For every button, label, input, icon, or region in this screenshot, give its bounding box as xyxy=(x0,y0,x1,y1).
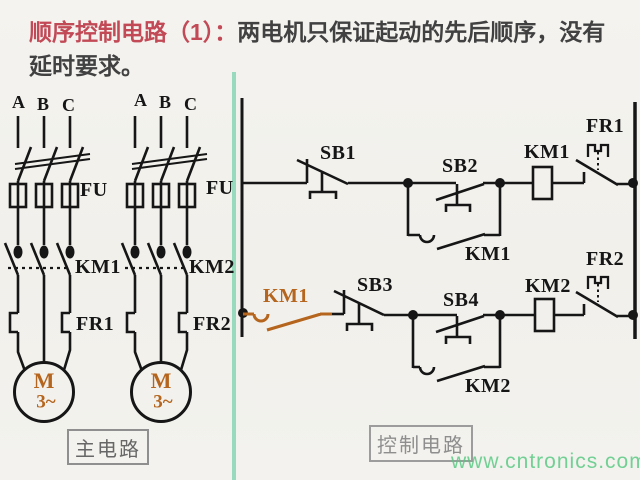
junction-dot xyxy=(628,310,638,320)
start-button-sb4-icon xyxy=(413,313,500,344)
contact-dot xyxy=(130,245,140,259)
thermal-heater-icon xyxy=(125,311,187,334)
supply-lines xyxy=(16,116,72,148)
sb1-label: SB1 xyxy=(320,142,356,164)
control-rung2 xyxy=(238,275,638,383)
wires xyxy=(133,181,189,245)
title-highlight: 顺序控制电路（1）： xyxy=(29,19,238,45)
stop-button-sb1-icon xyxy=(296,158,349,199)
fuse-icon xyxy=(8,182,28,209)
contact-dot xyxy=(65,245,75,259)
main-circuit-caption-box: 主电路 xyxy=(67,429,149,465)
seal-contact-hook xyxy=(418,366,436,376)
contact-dot xyxy=(182,245,192,259)
fuse-icon xyxy=(34,182,54,209)
interlock-km1-contact xyxy=(243,312,332,332)
fr1-contact-label: FR1 xyxy=(586,115,625,137)
motor2-phase: 3~ xyxy=(153,391,173,413)
thermal-heater-icon xyxy=(8,311,70,334)
phase-label-a1: A xyxy=(12,92,26,112)
main-circuit-motor1 xyxy=(3,116,91,423)
km1-coil-label: KM1 xyxy=(524,141,570,163)
start-button-sb2-icon xyxy=(408,181,500,212)
contact-dot xyxy=(39,245,49,259)
wires xyxy=(133,332,189,372)
title-rest: 两电机只保证起动的先后顺序，没有 xyxy=(237,19,606,45)
km1-interlock-label: KM1 xyxy=(263,285,309,307)
seal-contact-hook xyxy=(418,234,436,244)
wires xyxy=(16,332,72,372)
seal-contact-blade xyxy=(436,232,500,251)
motor1-letter: M xyxy=(33,368,55,393)
fuse-icon xyxy=(151,182,171,209)
overload-fr2-heater-icon xyxy=(586,275,610,289)
wires xyxy=(16,275,72,362)
watermark-text: www.cntronics.com xyxy=(451,450,640,473)
knife-switch-bar xyxy=(131,153,208,170)
main-circuit-caption: 主电路 xyxy=(75,438,141,461)
km2-coil-label: KM2 xyxy=(525,275,571,297)
control-rung1 xyxy=(242,143,638,251)
sb4-label: SB4 xyxy=(443,289,479,311)
control-circuit-caption: 控制电路 xyxy=(377,435,465,457)
km2-seal-label: KM2 xyxy=(465,375,511,397)
junction-dot xyxy=(628,178,638,188)
contact-dot xyxy=(13,245,23,259)
contact-dot xyxy=(156,245,166,259)
phase-label-c1: C xyxy=(62,95,76,115)
wires xyxy=(133,275,189,362)
contactor-label-km2: KM2 xyxy=(189,256,235,278)
control-circuit-caption-box: 控制电路 xyxy=(369,425,473,462)
phase-label-a2: A xyxy=(134,90,148,110)
phase-label-b2: B xyxy=(159,92,172,112)
fuse-label-2: FU xyxy=(206,177,234,199)
stop-button-sb3-icon xyxy=(333,289,385,331)
contactor-label-km1: KM1 xyxy=(75,256,121,278)
overload-fr1-heater-icon xyxy=(586,143,610,157)
motor-circle xyxy=(130,361,192,423)
fuse-icon xyxy=(125,182,145,209)
page-title: 顺序控制电路（1）：两电机只保证起动的先后顺序，没有 延时要求。 xyxy=(29,15,629,83)
wires xyxy=(16,181,72,245)
coil-km2-icon xyxy=(533,297,556,333)
fuse-label-1: FU xyxy=(80,179,108,201)
contactor-blades xyxy=(3,242,72,276)
fr2-contact-label: FR2 xyxy=(586,248,625,270)
knife-switch-bar xyxy=(14,153,91,170)
fuse-icon xyxy=(177,182,197,209)
phase-label-c2: C xyxy=(184,94,198,114)
overload-fr1-contact xyxy=(575,158,634,187)
fuse-icon xyxy=(60,182,80,209)
contactor-blades xyxy=(120,242,189,276)
sb3-label: SB3 xyxy=(357,274,393,296)
main-circuit-motor2 xyxy=(120,116,208,423)
thermal-label-fr1: FR1 xyxy=(76,313,115,335)
supply-lines xyxy=(133,116,189,148)
motor1-phase: 3~ xyxy=(36,391,56,413)
seal-branch-wire xyxy=(406,183,502,237)
km1-seal-label: KM1 xyxy=(465,243,511,265)
phase-label-b1: B xyxy=(37,94,50,114)
control-circuit xyxy=(238,98,638,383)
seal-contact-blade xyxy=(436,364,500,383)
motor-circle xyxy=(13,361,75,423)
title-line2: 延时要求。 xyxy=(29,53,144,79)
coil-km1-icon xyxy=(531,165,554,201)
sb2-label: SB2 xyxy=(442,155,478,177)
thermal-label-fr2: FR2 xyxy=(193,313,232,335)
motor2-letter: M xyxy=(150,368,172,393)
overload-fr2-contact xyxy=(575,290,634,319)
